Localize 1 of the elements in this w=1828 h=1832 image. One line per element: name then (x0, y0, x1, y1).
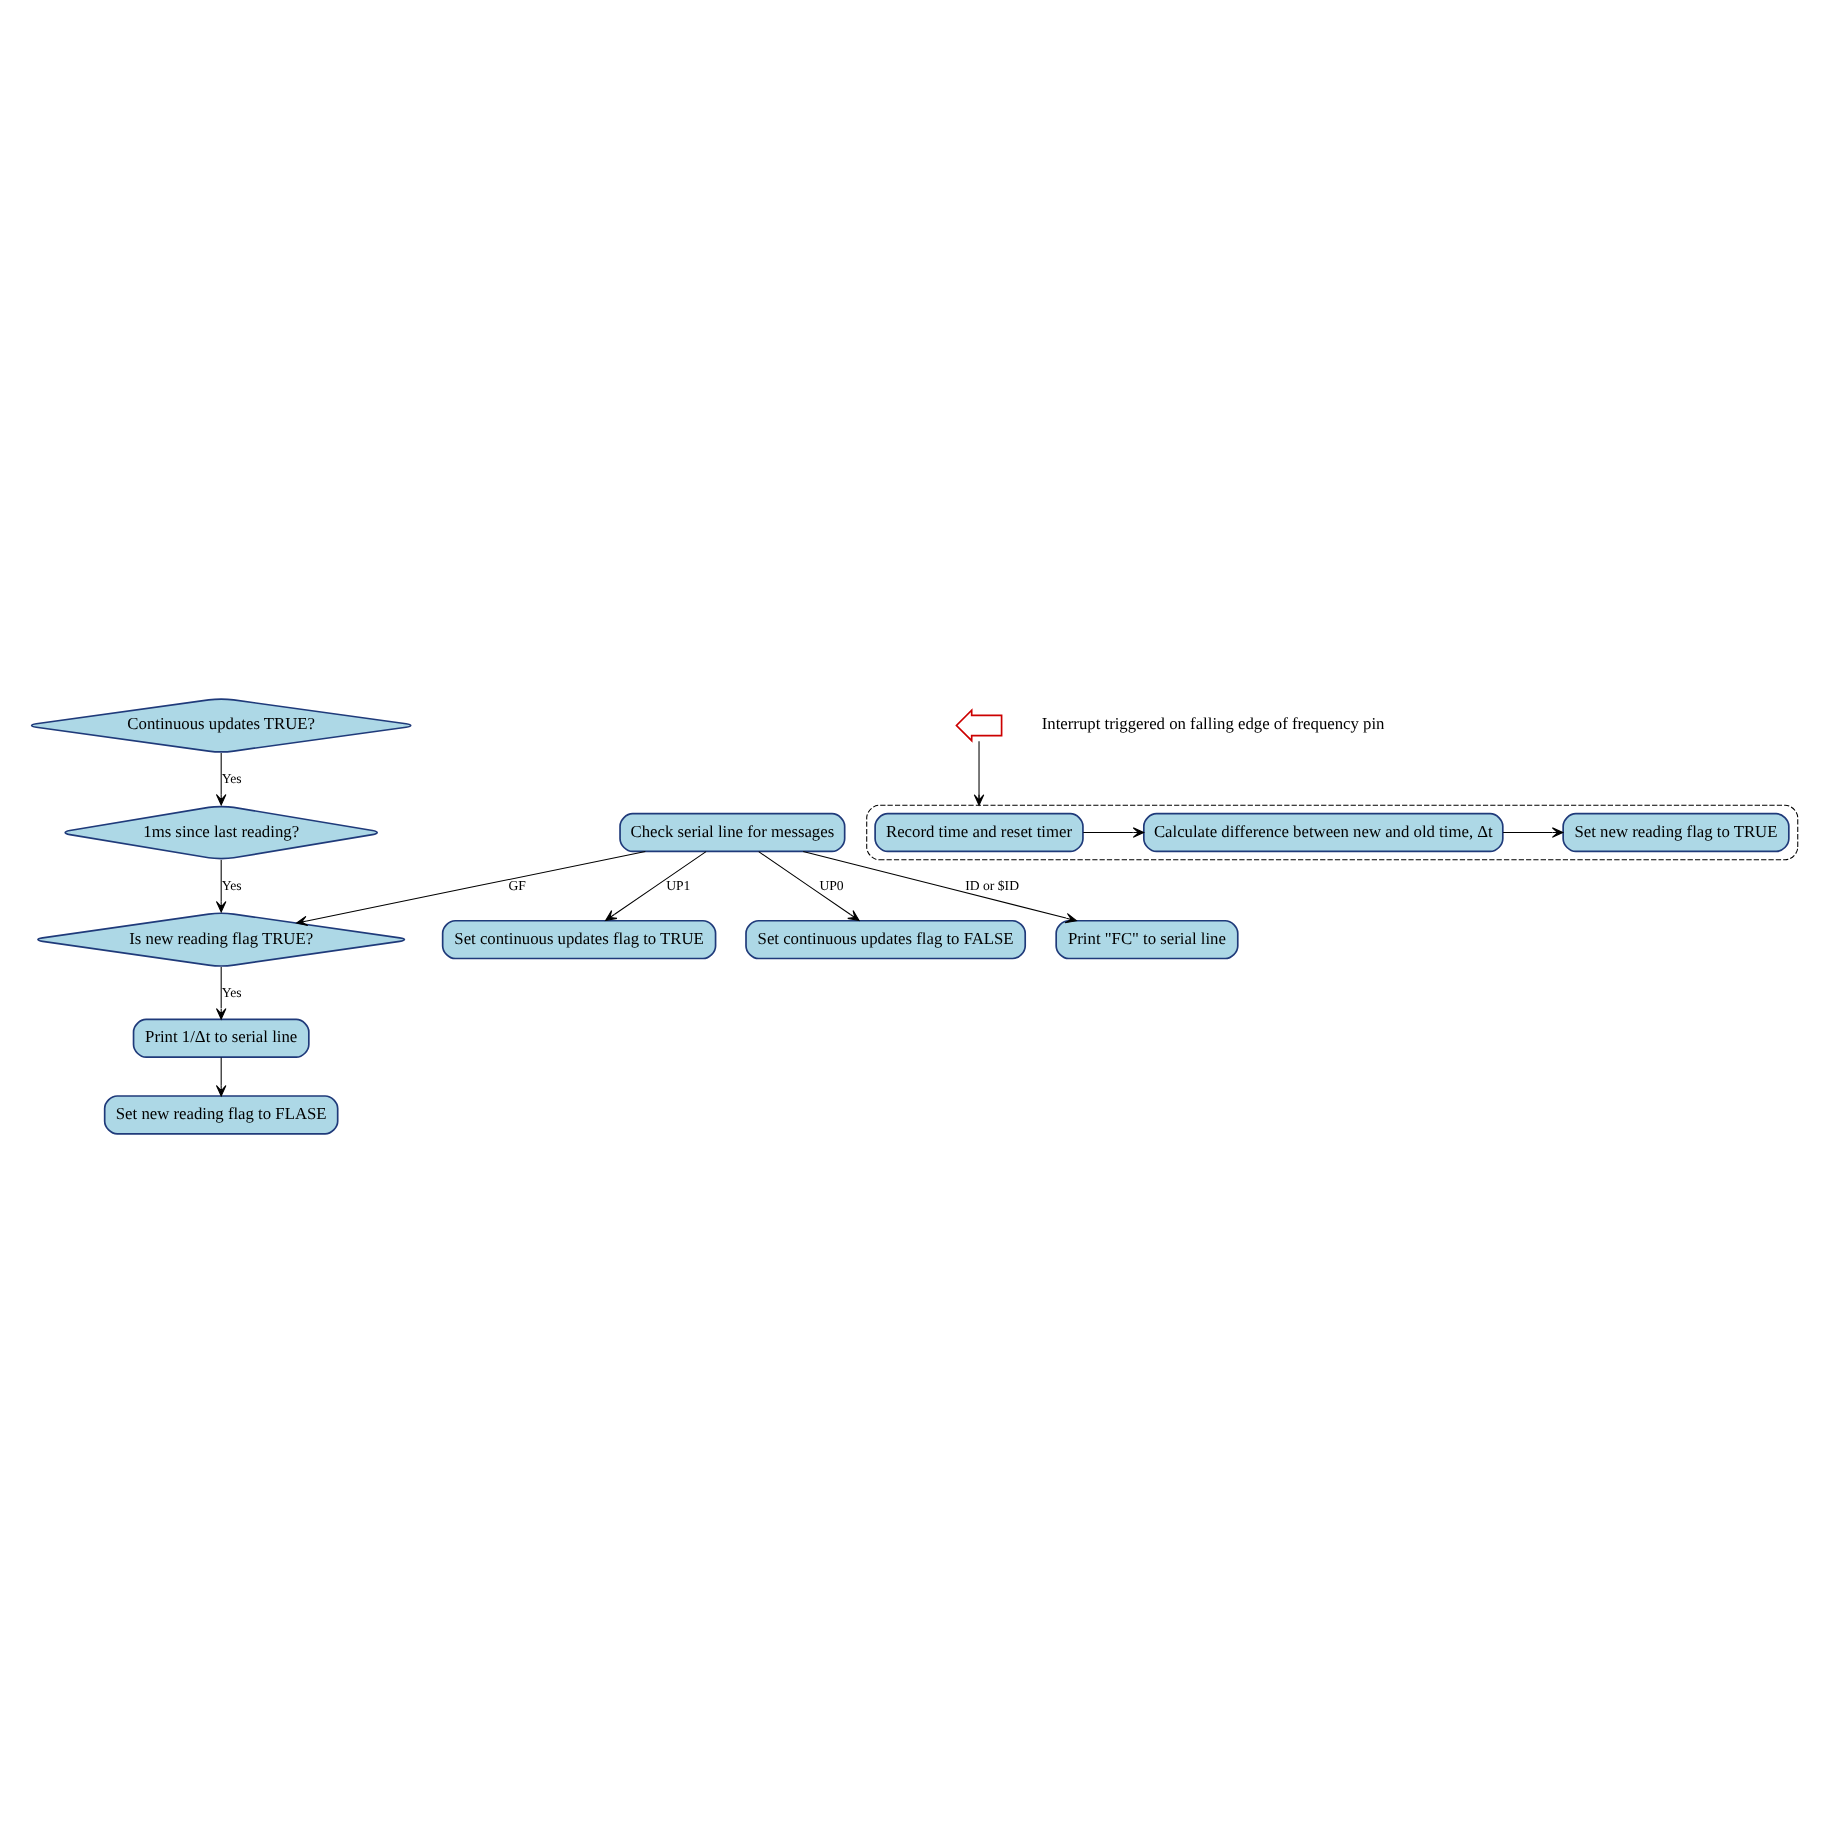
label: Interrupt triggered on falling edge of frequency pin (1040, 715, 1384, 734)
